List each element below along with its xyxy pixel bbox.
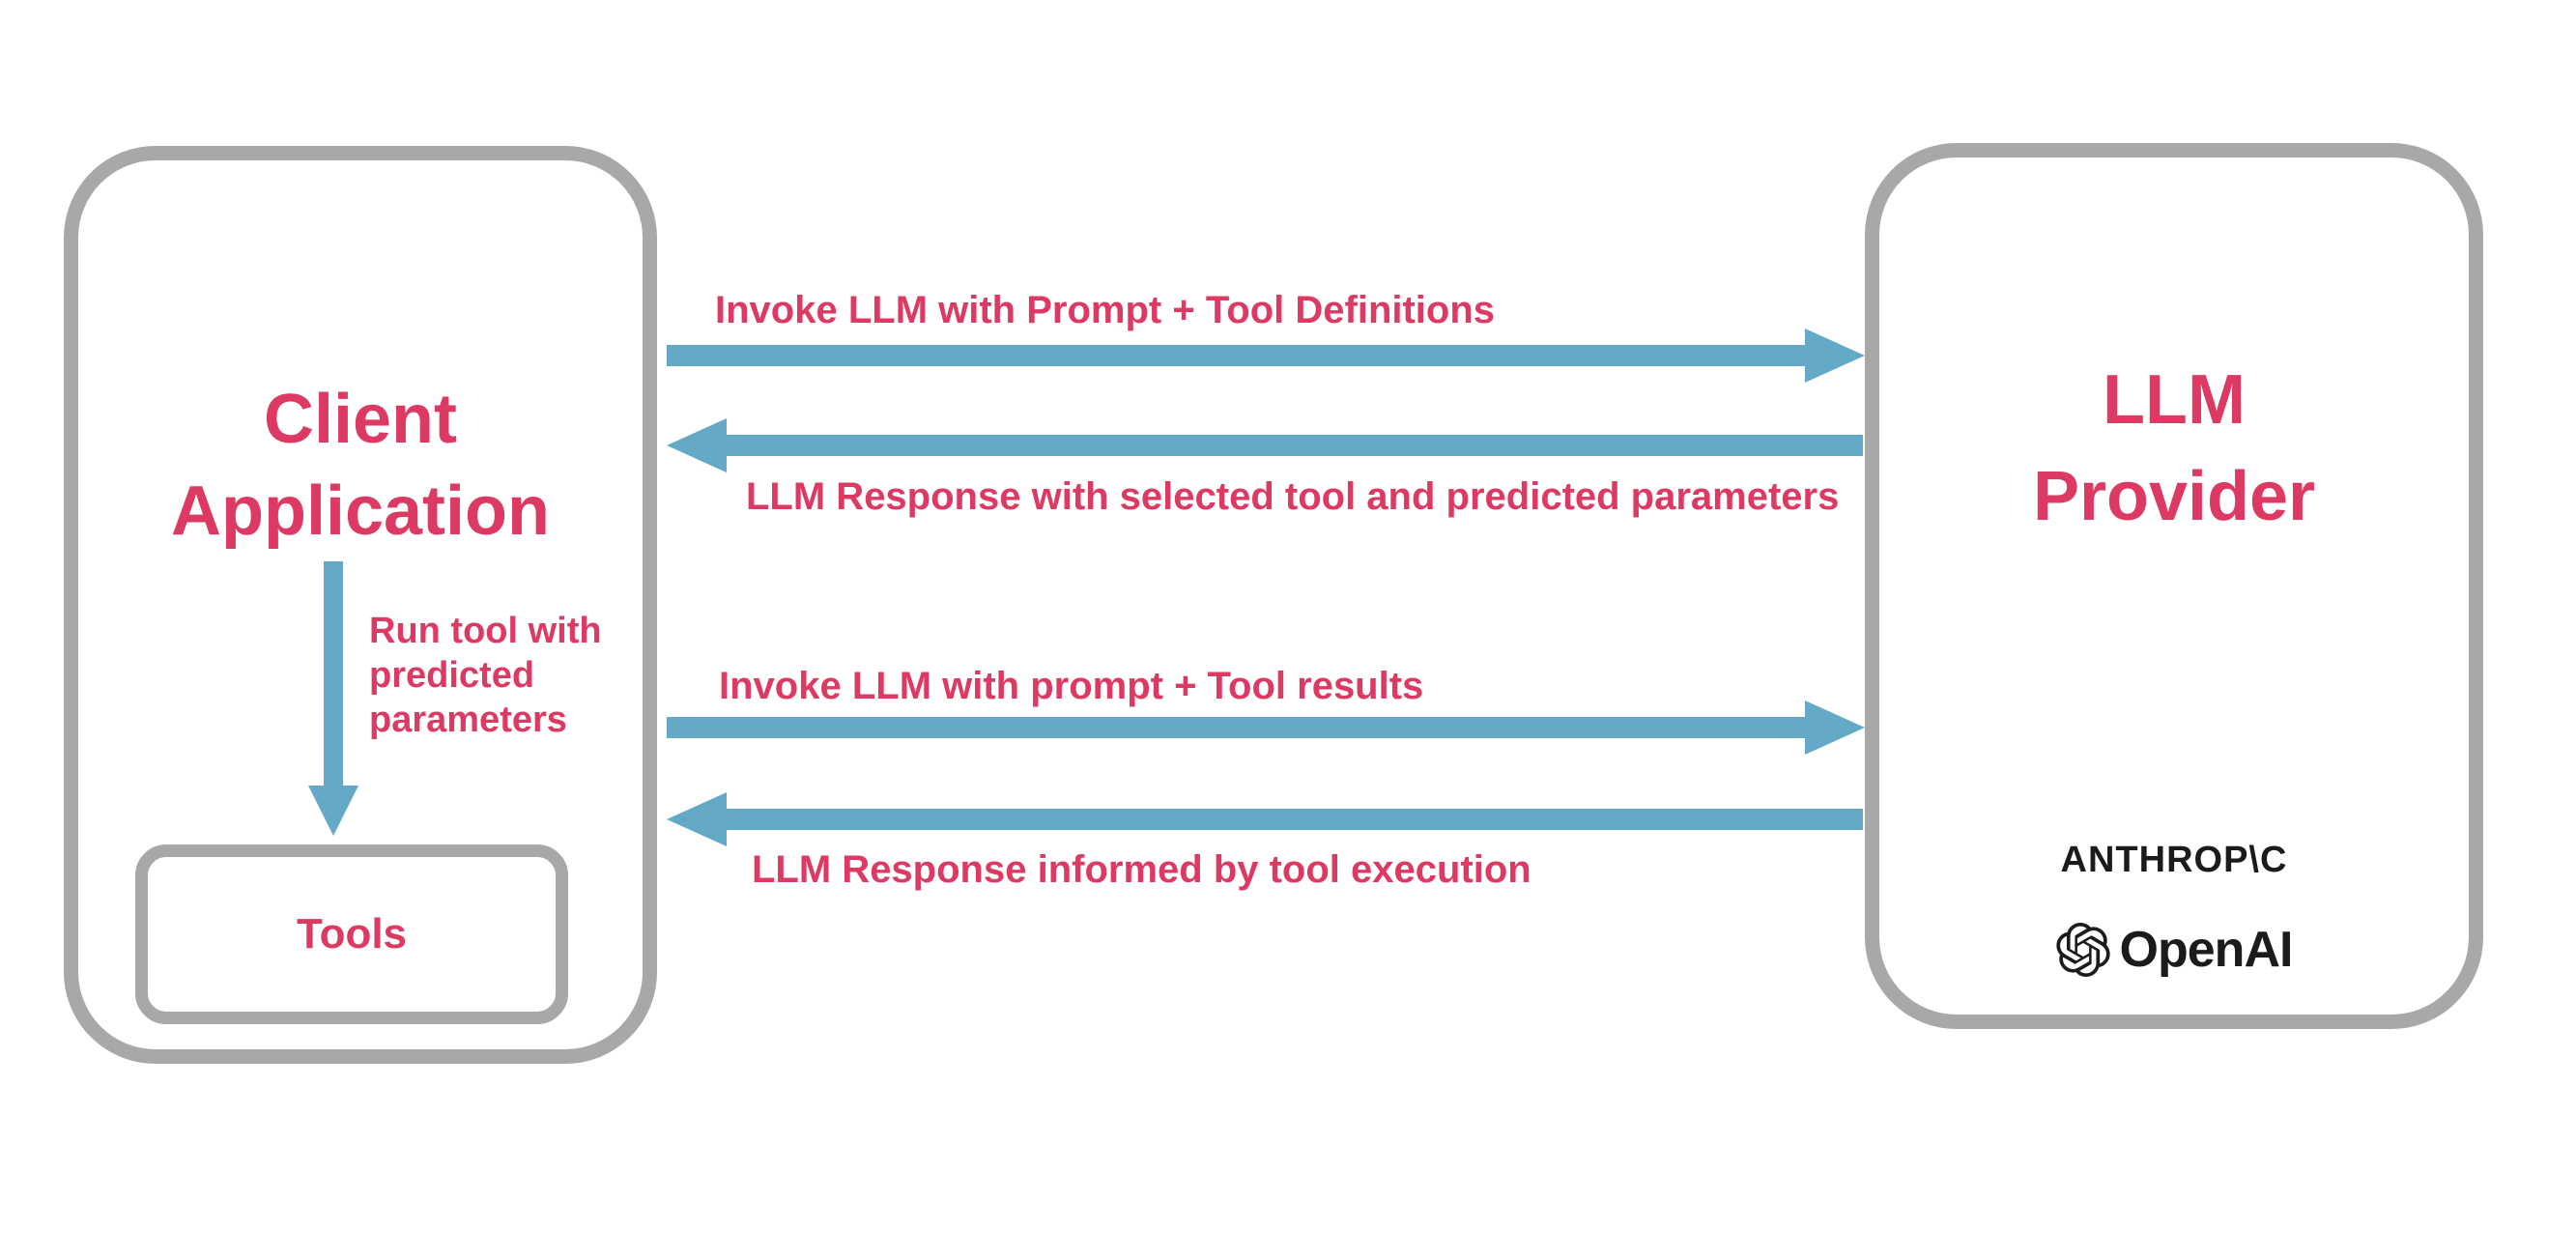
openai-wordmark: OpenAI <box>2119 922 2294 978</box>
llm-provider-title: LLM Provider <box>1879 352 2469 545</box>
llm-provider-box: LLM Provider ANTHROP\C OpenAI <box>1865 143 2483 1029</box>
arrow-run-tool-shaft <box>324 561 343 789</box>
arrow-invoke-1-shaft <box>667 345 1815 366</box>
tools-label: Tools <box>296 910 408 958</box>
client-application-box: Client Application Tools <box>64 146 657 1064</box>
arrow-response-2-label: LLM Response informed by tool execution <box>752 848 1531 891</box>
arrow-response-2-head <box>667 792 727 846</box>
anthropic-logo: ANTHROP\C <box>2060 840 2288 880</box>
arrow-invoke-2-shaft <box>667 717 1815 738</box>
arrow-run-tool-label: Run tool with predicted parameters <box>369 611 602 740</box>
client-title-line1: Client <box>263 381 457 458</box>
client-application-title: Client Application <box>78 374 643 558</box>
arrow-run-tool-head <box>308 786 358 836</box>
openai-icon <box>2056 923 2110 977</box>
arrow-invoke-1-label: Invoke LLM with Prompt + Tool Definition… <box>715 289 1496 331</box>
arrow-response-1-label: LLM Response with selected tool and pred… <box>746 475 1840 518</box>
arrow-response-2-shaft <box>727 809 1863 830</box>
arrow-invoke-2-label: Invoke LLM with prompt + Tool results <box>719 665 1424 707</box>
arrow-invoke-1-head <box>1805 329 1865 383</box>
arrow-response-1-shaft <box>727 435 1863 456</box>
provider-logos: ANTHROP\C OpenAI <box>1879 841 2469 978</box>
tools-box: Tools <box>135 844 568 1024</box>
llm-title-line1: LLM <box>2103 361 2246 439</box>
client-title-line2: Application <box>171 472 550 550</box>
arrow-response-1-head <box>667 418 727 472</box>
arrow-invoke-2-head <box>1805 700 1865 755</box>
openai-logo: OpenAI <box>2056 922 2293 978</box>
llm-title-line2: Provider <box>2032 458 2316 535</box>
